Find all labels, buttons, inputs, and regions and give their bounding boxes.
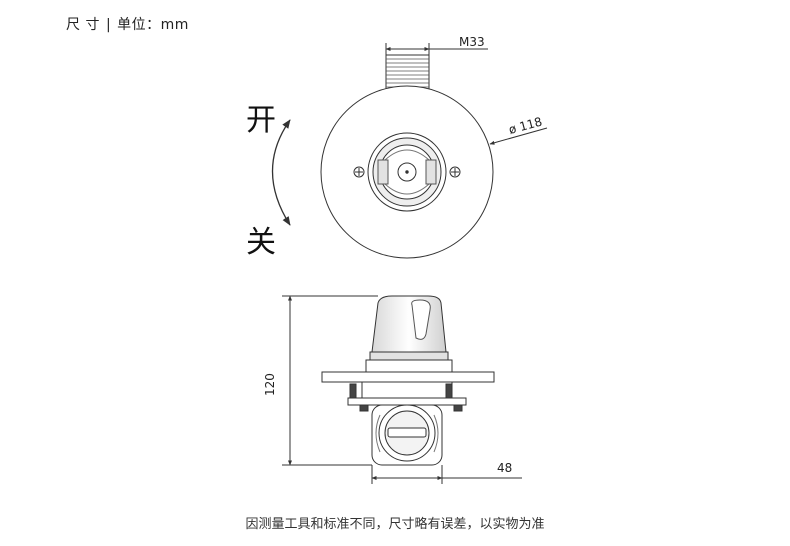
thread-dimension [385, 43, 488, 55]
disclaimer-text: 因测量工具和标准不同，尺寸略有误差，以实物为准 [245, 517, 545, 532]
side-view [282, 295, 522, 484]
width-dimension [371, 465, 522, 484]
height-label: 120 [263, 373, 277, 396]
control-handle-side [365, 295, 453, 373]
mounting-screw-left [353, 166, 365, 178]
control-handle-top [367, 132, 447, 212]
valve-body [347, 381, 467, 412]
threaded-stem [385, 54, 430, 92]
top-view [271, 43, 548, 259]
rotation-arrow [271, 119, 291, 226]
dimension-header: 尺 寸 | 单位：mm [66, 14, 189, 34]
unit-label: 单位：mm [117, 17, 189, 33]
header-separator: | [105, 17, 112, 33]
diameter-dimension [489, 127, 548, 145]
mounting-screw-right [449, 166, 461, 178]
thread-size-label: M33 [459, 35, 485, 49]
header-label: 尺 寸 [66, 17, 100, 33]
pipe-outlet [371, 404, 443, 466]
wall-plate [321, 371, 495, 383]
close-label: 关 [246, 225, 276, 260]
height-dimension [282, 295, 378, 466]
width-label: 48 [497, 461, 512, 475]
open-label: 开 [246, 103, 276, 138]
